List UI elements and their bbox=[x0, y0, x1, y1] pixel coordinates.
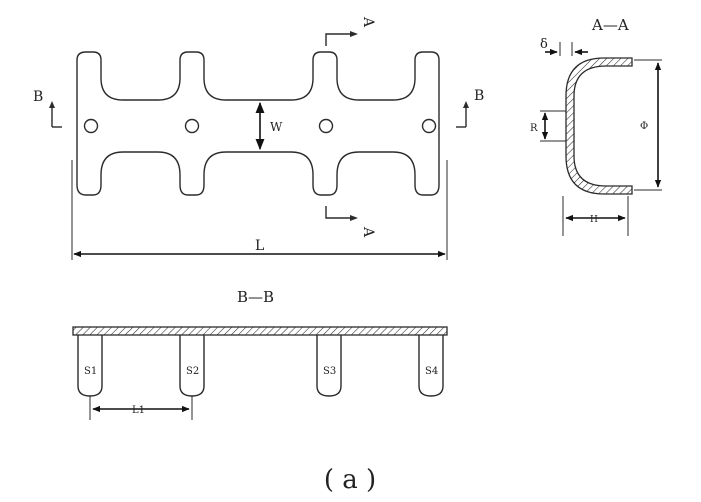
rivet-hole bbox=[318, 118, 334, 134]
leg-label-s4: S4 bbox=[425, 366, 438, 377]
cut-mark-b-left: B bbox=[33, 89, 62, 128]
dim-radius-label: R bbox=[530, 123, 538, 134]
leg-s4 bbox=[418, 335, 444, 397]
dim-width-label: W bbox=[270, 120, 283, 134]
section-bb: B—B S1 S2 S3 S4 L1 bbox=[72, 288, 448, 420]
dim-length-label: L bbox=[255, 238, 264, 254]
svg-text:A: A bbox=[360, 226, 376, 238]
section-bb-plate bbox=[72, 326, 448, 336]
dim-diameter-label: Φ bbox=[640, 121, 648, 132]
section-aa-profile bbox=[565, 57, 633, 195]
svg-text:B: B bbox=[33, 89, 43, 105]
section-aa-title: A—A bbox=[591, 16, 629, 34]
dim-thickness-label: δ bbox=[540, 37, 548, 52]
figure-caption: ( a ) bbox=[324, 465, 376, 495]
section-bb-title: B—B bbox=[237, 288, 274, 306]
cut-mark-a-top: A bbox=[325, 16, 376, 46]
section-aa: A—A δ R Φ H bbox=[530, 16, 662, 236]
rivet-hole bbox=[184, 118, 200, 134]
dim-height-label: H bbox=[590, 215, 598, 225]
svg-text:B: B bbox=[474, 88, 484, 104]
plan-outline bbox=[76, 51, 440, 196]
leg-label-s2: S2 bbox=[186, 366, 199, 377]
dim-pitch-label: L1 bbox=[132, 405, 145, 416]
cut-mark-b-right: B bbox=[456, 88, 484, 128]
cut-mark-a-bottom: A bbox=[325, 206, 376, 238]
plan-view: W L A A B B bbox=[33, 16, 484, 260]
leg-s3 bbox=[316, 335, 342, 397]
svg-text:A: A bbox=[360, 16, 376, 28]
rivet-hole bbox=[83, 118, 99, 134]
leg-label-s1: S1 bbox=[84, 366, 97, 377]
leg-label-s3: S3 bbox=[323, 366, 336, 377]
rivet-hole bbox=[421, 118, 437, 134]
